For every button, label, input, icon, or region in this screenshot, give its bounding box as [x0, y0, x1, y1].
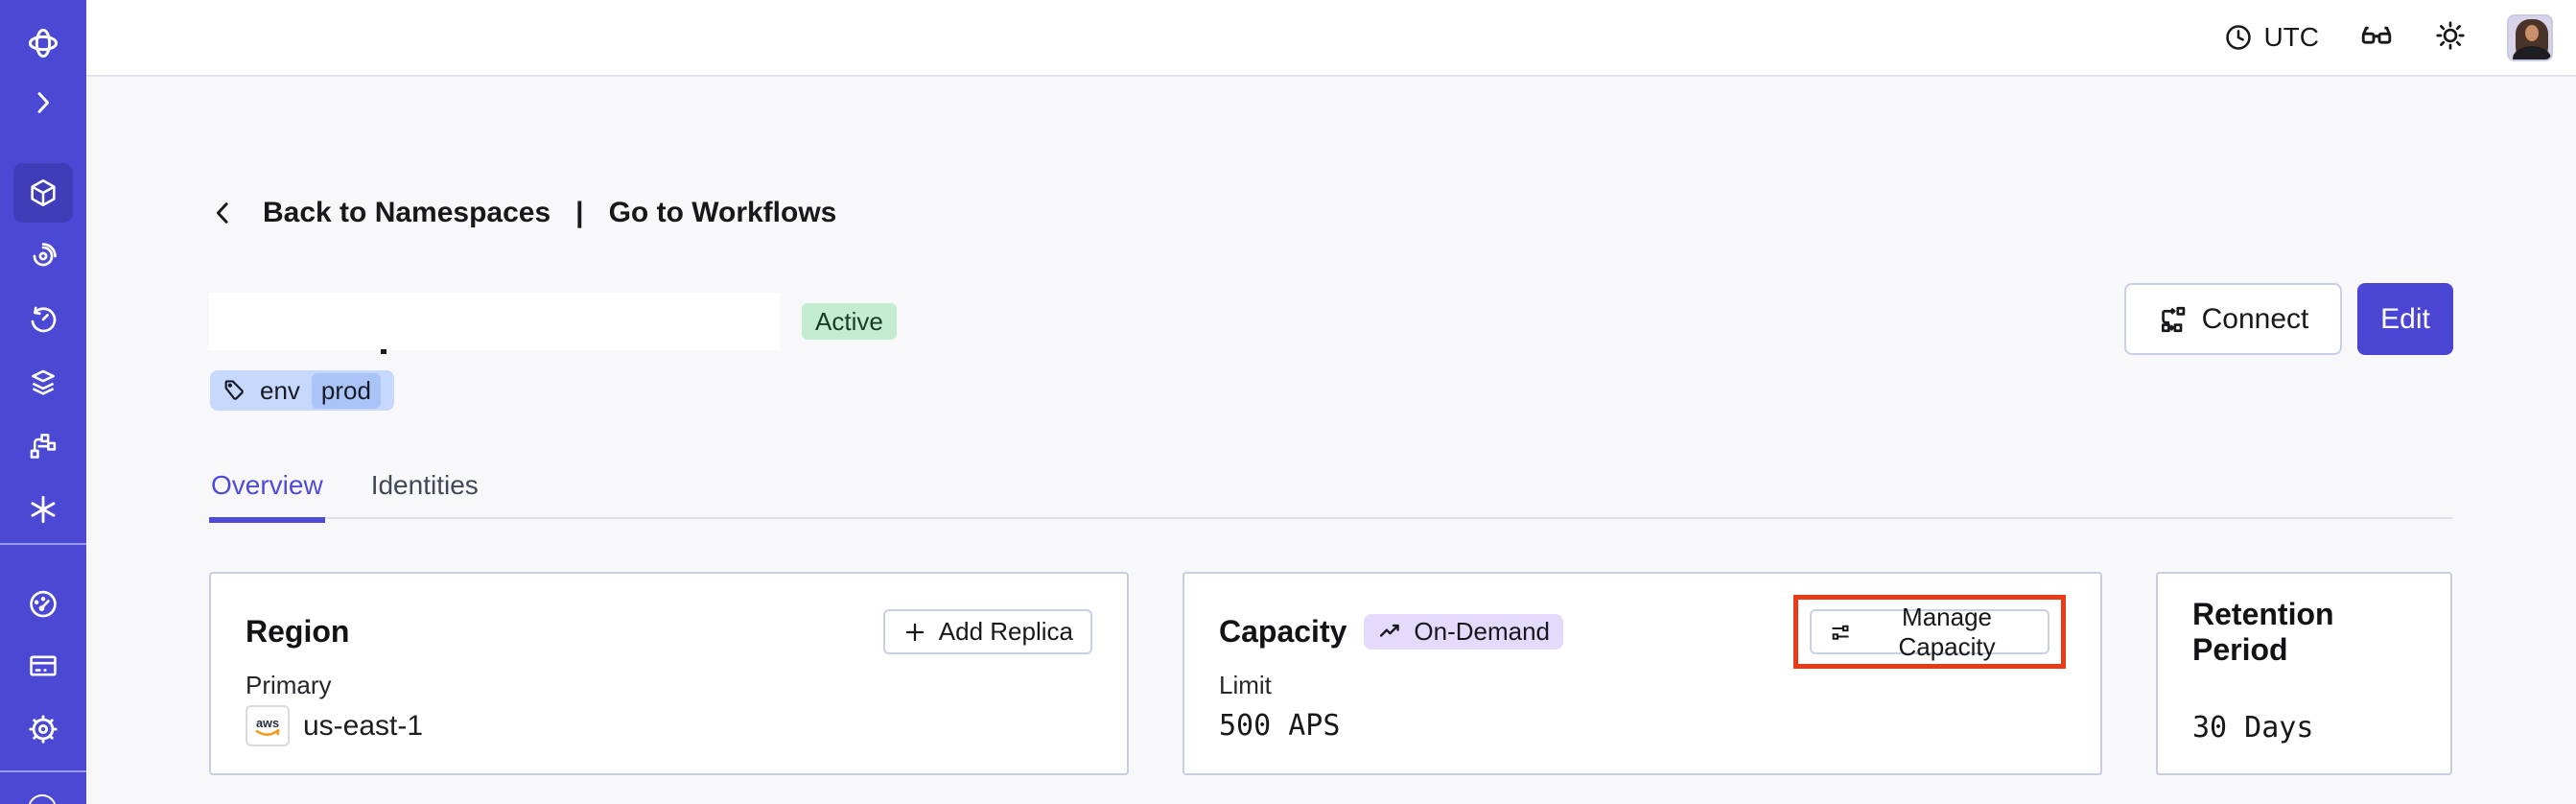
capacity-card: Capacity On-Demand Manage Ca — [1183, 572, 2102, 775]
sidebar-item-schedules[interactable] — [0, 290, 86, 349]
sidebar-item-billing[interactable] — [0, 636, 86, 696]
capacity-value: 500 APS — [1219, 709, 1341, 743]
glasses-icon — [2361, 26, 2392, 44]
credit-card-icon — [30, 655, 57, 676]
main-content: Back to Namespaces | Go to Workflows Act… — [86, 77, 2576, 804]
namespace-actions: Connect Edit — [2124, 283, 2453, 355]
sidebar-item-settings[interactable] — [0, 699, 86, 759]
region-card: Region Add Replica Primary aws us-east-1 — [209, 572, 1129, 775]
overview-cards: Region Add Replica Primary aws us-east-1 — [209, 572, 2452, 775]
back-chevron-icon[interactable] — [209, 199, 238, 227]
redacted-text-artifact — [381, 349, 386, 354]
timezone-selector[interactable]: UTC — [2223, 22, 2319, 53]
theme-toggle[interactable] — [2434, 19, 2467, 57]
sidebar — [0, 0, 86, 804]
sliders-icon — [1832, 625, 1849, 640]
tab-bar: Overview Identities — [209, 461, 480, 523]
temporal-logo-icon[interactable] — [0, 13, 86, 73]
branch-icon — [30, 434, 57, 459]
tab-identities[interactable]: Identities — [370, 470, 479, 500]
sidebar-divider — [0, 543, 86, 545]
retention-card: Retention Period 30 Days — [2156, 572, 2452, 775]
namespace-name-redacted — [209, 293, 780, 350]
expand-chevron-icon[interactable] — [0, 73, 86, 132]
region-card-title: Region — [246, 614, 350, 649]
sidebar-item-usage[interactable] — [0, 575, 86, 634]
avatar-body — [2513, 45, 2551, 59]
manage-capacity-button[interactable]: Manage Capacity — [1810, 603, 2049, 661]
retention-card-title: Retention Period — [2192, 596, 2334, 667]
trending-up-icon — [1380, 624, 1400, 637]
back-to-namespaces-link[interactable]: Back to Namespaces — [263, 197, 551, 228]
capacity-card-title: Capacity — [1219, 614, 1347, 649]
limit-label: Limit — [1219, 671, 1272, 699]
status-badge: Active — [802, 303, 897, 340]
avatar-face — [2525, 24, 2539, 41]
retention-value: 30 Days — [2192, 711, 2314, 745]
sidebar-item-workflows[interactable] — [0, 226, 86, 286]
breadcrumb-separator: | — [575, 197, 584, 228]
tag-icon — [224, 380, 244, 400]
on-demand-badge: On-Demand — [1364, 614, 1564, 650]
sidebar-divider — [0, 770, 86, 772]
add-replica-button[interactable]: Add Replica — [882, 609, 1092, 654]
gear-icon — [29, 715, 58, 744]
plus-icon — [905, 623, 925, 641]
avatar[interactable] — [2507, 13, 2553, 61]
support-icon[interactable] — [28, 794, 57, 804]
tag-key: env — [260, 375, 300, 405]
sidebar-item-deployments[interactable] — [0, 353, 86, 413]
annotation-highlight-box: Manage Capacity — [1793, 595, 2066, 669]
connect-button[interactable]: Connect — [2124, 283, 2342, 355]
sun-icon — [2436, 20, 2465, 50]
region-value: us-east-1 — [303, 709, 424, 742]
sidebar-item-nexus[interactable] — [0, 480, 86, 539]
aws-logo: aws — [246, 705, 290, 746]
sidebar-item-batch-operations[interactable] — [0, 416, 86, 476]
connect-flow-icon — [2161, 306, 2185, 332]
layers-icon — [32, 369, 55, 395]
breadcrumb: Back to Namespaces | Go to Workflows — [209, 197, 836, 229]
top-bar: UTC — [86, 0, 2576, 77]
tab-overview[interactable]: Overview — [209, 461, 325, 523]
connect-button-label: Connect — [2201, 302, 2309, 335]
clock-reset-icon — [31, 306, 57, 333]
clock-icon — [2226, 25, 2252, 50]
labs-toggle[interactable] — [2359, 18, 2394, 58]
namespace-tag[interactable]: env prod — [210, 370, 394, 411]
add-replica-label: Add Replica — [938, 617, 1073, 646]
edit-button[interactable]: Edit — [2357, 283, 2453, 355]
svg-text:aws: aws — [256, 715, 279, 729]
edit-button-label: Edit — [2380, 302, 2430, 335]
go-to-workflows-link[interactable]: Go to Workflows — [608, 197, 837, 228]
namespace-title-row: Active — [209, 293, 897, 350]
sidebar-item-namespaces[interactable] — [13, 163, 73, 223]
gauge-icon — [30, 590, 57, 618]
timezone-label: UTC — [2263, 22, 2319, 52]
cube-icon — [31, 178, 56, 207]
spiral-icon — [33, 243, 57, 267]
primary-label: Primary — [246, 671, 332, 699]
manage-capacity-label: Manage Capacity — [1898, 602, 1996, 661]
asterisk-icon — [31, 495, 56, 524]
tag-value: prod — [311, 372, 381, 409]
on-demand-label: On-Demand — [1414, 617, 1551, 646]
tabs-divider — [209, 517, 2452, 519]
